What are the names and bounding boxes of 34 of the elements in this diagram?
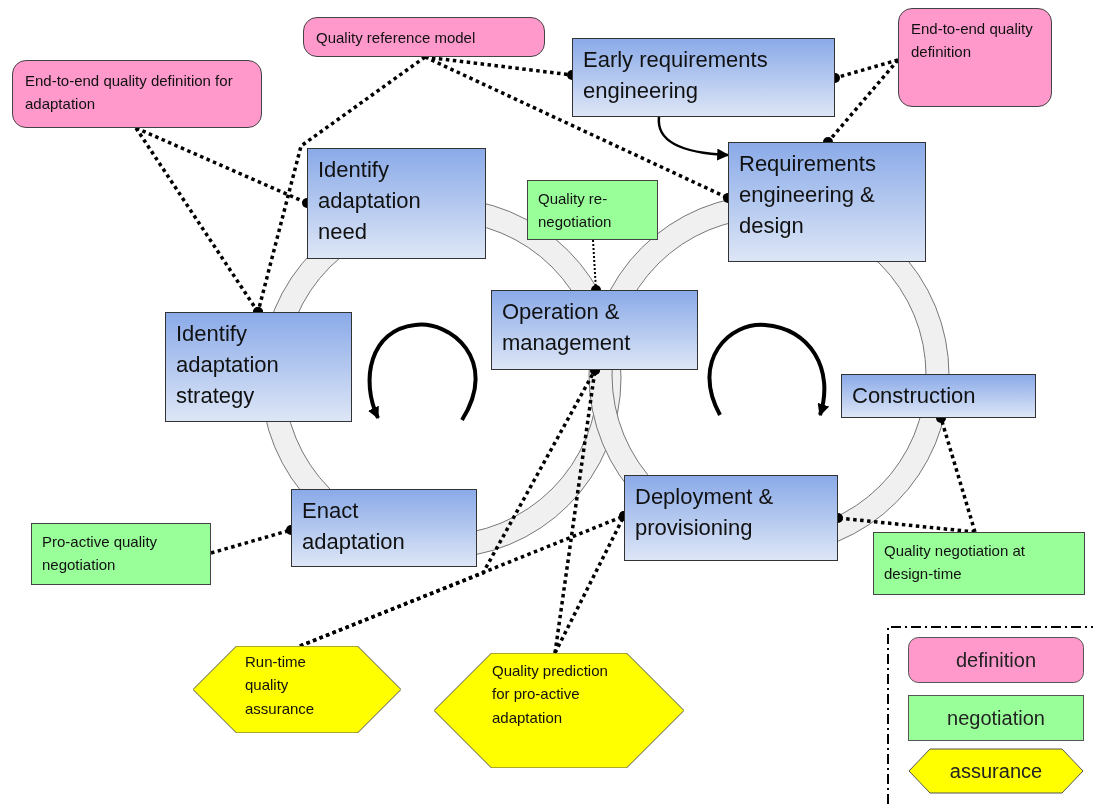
definition-box [898, 8, 1052, 107]
process-box [291, 489, 477, 567]
legend-label: definition [954, 648, 1038, 672]
node-label: Run-time quality assurance [245, 652, 316, 719]
legend-label: negotiation [946, 706, 1046, 730]
node-label: Identify adaptation need [318, 156, 422, 246]
node-label: Pro-active quality negotiation [42, 532, 159, 576]
definition-box [12, 60, 262, 128]
node-label: Construction [852, 382, 977, 410]
node-label: Deployment & provisioning [635, 483, 775, 542]
node-label: End-to-end quality definition for adaptation [25, 71, 234, 115]
node-label: Quality prediction for pro-active adaptation [492, 661, 609, 728]
process-box [491, 290, 698, 370]
process-box [841, 374, 1036, 418]
process-box [624, 475, 838, 561]
node-label: Requirements engineering & design [739, 150, 877, 240]
node-label: Quality negotiation at design-time [884, 541, 1026, 585]
definition-box [303, 17, 545, 57]
negotiation-box [527, 180, 658, 240]
node-label: Quality re-negotiation [538, 189, 613, 233]
node-label: Quality reference model [316, 28, 477, 48]
legend-label: assurance [948, 759, 1044, 783]
arrow [657, 116, 730, 161]
node-label: Enact adaptation [302, 497, 406, 556]
process-box [307, 148, 486, 259]
node-label: End-to-end quality definition [911, 19, 1034, 63]
node-label: Identify adaptation strategy [176, 320, 280, 410]
negotiation-box [873, 532, 1085, 595]
process-box [728, 142, 926, 262]
process-box [572, 38, 835, 117]
node-label: Operation & management [502, 298, 632, 357]
process-box [165, 312, 352, 422]
node-label: Early requirements engineering [583, 46, 769, 105]
negotiation-box [31, 523, 211, 585]
